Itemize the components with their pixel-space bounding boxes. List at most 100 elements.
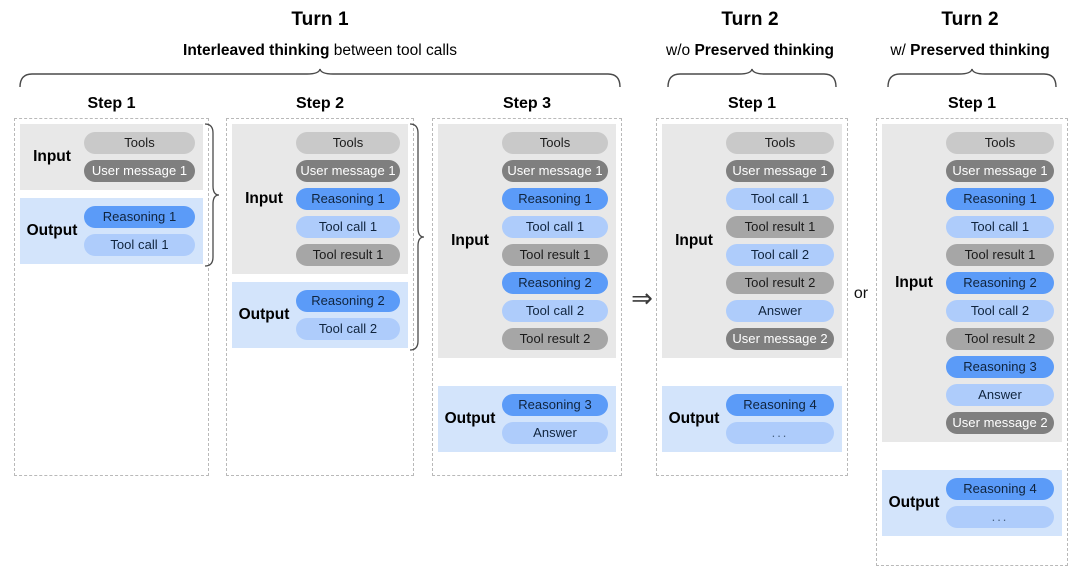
group-title-turn2-wo: Turn 2 [652, 8, 848, 32]
top-brace-turn2-wo [666, 68, 838, 88]
input-pill-stack: Tools User message 1 [84, 132, 203, 182]
output-pill-stack: Reasoning 4 ... [726, 394, 842, 444]
output-pill-stack: Reasoning 2 Tool call 2 [296, 290, 408, 340]
input-pill-stack: Tools User message 1 Reasoning 1 Tool ca… [296, 132, 408, 266]
pill-reasoning: Reasoning 1 [502, 188, 608, 210]
pill-tool-call: Tool call 2 [946, 300, 1054, 322]
group-title-turn1: Turn 1 [18, 8, 622, 32]
pill-tool-call: Tool call 1 [296, 216, 400, 238]
pill-tool-result: Tool result 2 [726, 272, 834, 294]
group-title-text: Turn 1 [291, 9, 349, 30]
input-pill-stack: Tools User message 1 Reasoning 1 Tool ca… [946, 132, 1062, 434]
group-subtitle-rest: between tool calls [329, 42, 457, 59]
group-title-text: Turn 2 [941, 9, 999, 30]
pill-user-message: User message 1 [726, 160, 834, 182]
pill-tool-result: Tool result 1 [296, 244, 400, 266]
input-pill-stack: Tools User message 1 Reasoning 1 Tool ca… [502, 132, 616, 350]
pill-user-message: User message 2 [946, 412, 1054, 434]
input-block: Input Tools User message 1 Tool call 1 T… [662, 124, 842, 358]
pill-tool-result: Tool result 1 [726, 216, 834, 238]
column-turn2-w-step1: Step 1 Input Tools User message 1 Reason… [876, 94, 1068, 566]
input-label: Input [451, 232, 489, 249]
output-block: Output Reasoning 2 Tool call 2 [232, 282, 408, 348]
output-block: Output Reasoning 3 Answer [438, 386, 616, 452]
pill-user-message: User message 1 [502, 160, 608, 182]
output-block: Output Reasoning 4 ... [882, 470, 1062, 536]
arrow-connector-icon: ⇒ [631, 283, 653, 313]
output-label: Output [238, 306, 290, 323]
pill-tool-result: Tool result 1 [946, 244, 1054, 266]
group-subtitle-bold: Preserved thinking [694, 42, 834, 59]
pill-reasoning: Reasoning 1 [946, 188, 1054, 210]
pill-tool-result: Tool result 2 [502, 328, 608, 350]
group-subtitle-bold: Interleaved thinking [183, 42, 330, 59]
pill-tool-call: Tool call 2 [726, 244, 834, 266]
pill-tool-result: Tool result 1 [502, 244, 608, 266]
output-label: Output [26, 222, 78, 239]
group-subtitle-turn2-w: w/ Preserved thinking [862, 41, 1078, 61]
input-block: Input Tools User message 1 [20, 124, 203, 190]
output-label: Output [668, 410, 720, 427]
step-label: Step 2 [295, 95, 344, 112]
pill-ellipsis: ... [726, 422, 834, 444]
pill-tool-call: Tool call 1 [84, 234, 195, 256]
pill-answer: Answer [946, 384, 1054, 406]
pill-tool-call: Tool call 1 [726, 188, 834, 210]
pill-reasoning: Reasoning 4 [946, 478, 1054, 500]
group-title-turn2-w: Turn 2 [872, 8, 1068, 32]
input-label: Input [675, 232, 713, 249]
side-brace-step1-to-step2 [202, 122, 220, 268]
group-subtitle-lead: w/ [890, 42, 911, 59]
side-brace-step2-to-step3 [407, 122, 425, 352]
input-label: Input [33, 148, 71, 165]
pill-answer: Answer [502, 422, 608, 444]
group-subtitle-lead: w/o [666, 42, 695, 59]
column-turn2-wo-step1: Step 1 Input Tools User message 1 Tool c… [656, 94, 848, 476]
pill-user-message: User message 1 [296, 160, 400, 182]
column-turn1-step2: Step 2 Input Tools User message 1 Reason… [226, 94, 414, 476]
pill-tool-call: Tool call 2 [296, 318, 400, 340]
input-block: Input Tools User message 1 Reasoning 1 T… [232, 124, 408, 274]
pill-ellipsis: ... [946, 506, 1054, 528]
pill-reasoning: Reasoning 3 [946, 356, 1054, 378]
output-pill-stack: Reasoning 4 ... [946, 478, 1062, 528]
output-label: Output [444, 410, 496, 427]
pill-tools: Tools [84, 132, 195, 154]
pill-tools: Tools [502, 132, 608, 154]
pill-reasoning: Reasoning 3 [502, 394, 608, 416]
column-turn1-step3: Step 3 Input Tools User message 1 Reason… [432, 94, 622, 476]
output-block: Output Reasoning 4 ... [662, 386, 842, 452]
group-subtitle-turn1: Interleaved thinking between tool calls [18, 41, 622, 61]
pill-reasoning: Reasoning 4 [726, 394, 834, 416]
top-brace-turn1 [18, 68, 622, 88]
pill-tools: Tools [946, 132, 1054, 154]
input-block: Input Tools User message 1 Reasoning 1 T… [438, 124, 616, 358]
pill-answer: Answer [726, 300, 834, 322]
input-pill-stack: Tools User message 1 Tool call 1 Tool re… [726, 132, 842, 350]
output-label: Output [888, 494, 940, 511]
group-title-text: Turn 2 [721, 9, 779, 30]
column-turn1-step1: Step 1 Input Tools User message 1 Output… [14, 94, 209, 476]
pill-reasoning: Reasoning 2 [946, 272, 1054, 294]
step-label: Step 1 [727, 95, 776, 112]
output-pill-stack: Reasoning 1 Tool call 1 [84, 206, 203, 256]
pill-user-message: User message 2 [726, 328, 834, 350]
step-label: Step 1 [947, 95, 996, 112]
step-label: Step 1 [87, 95, 136, 112]
group-subtitle-turn2-wo: w/o Preserved thinking [640, 41, 860, 61]
pill-tool-call: Tool call 1 [502, 216, 608, 238]
pill-user-message: User message 1 [84, 160, 195, 182]
pill-tools: Tools [296, 132, 400, 154]
input-label: Input [895, 274, 933, 291]
step-label: Step 3 [502, 95, 551, 112]
top-brace-turn2-w [886, 68, 1058, 88]
input-block: Input Tools User message 1 Reasoning 1 T… [882, 124, 1062, 442]
pill-reasoning: Reasoning 1 [84, 206, 195, 228]
output-block: Output Reasoning 1 Tool call 1 [20, 198, 203, 264]
pill-user-message: User message 1 [946, 160, 1054, 182]
output-pill-stack: Reasoning 3 Answer [502, 394, 616, 444]
pill-tool-result: Tool result 2 [946, 328, 1054, 350]
pill-reasoning: Reasoning 1 [296, 188, 400, 210]
pill-tools: Tools [726, 132, 834, 154]
group-subtitle-bold: Preserved thinking [910, 42, 1050, 59]
